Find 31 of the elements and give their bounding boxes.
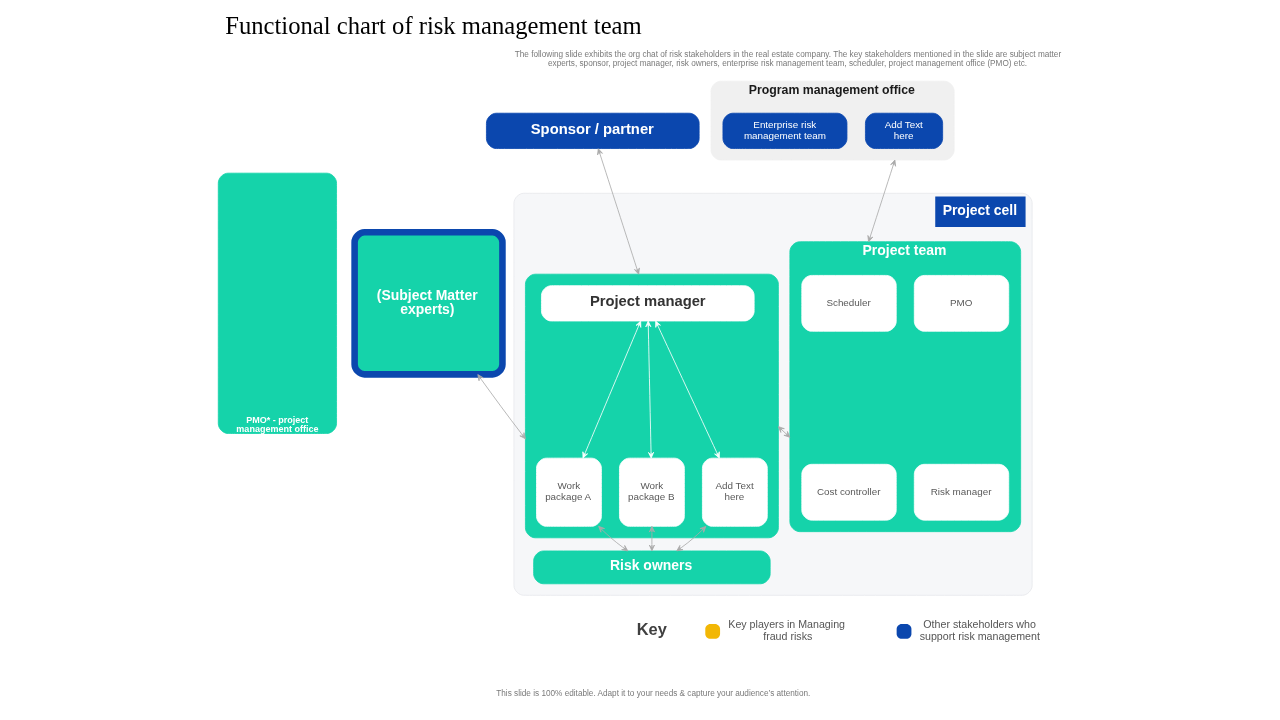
node-box: Risk manager [913, 463, 1010, 521]
node-box: Add Text here [865, 112, 944, 149]
node-box: Sponsor / partner [486, 112, 700, 149]
label: Key [636, 619, 667, 638]
node-box: Add Text here [702, 457, 768, 527]
node-box: (Subject Matter experts) [351, 229, 506, 378]
arrow [477, 374, 526, 440]
cluster [525, 273, 779, 539]
arrow [645, 320, 655, 459]
arrow [598, 525, 629, 552]
node-box: Enterprise risk management team [722, 112, 848, 149]
legend-label: Key players in Managing fraud risks [728, 618, 845, 642]
node-box: Risk owners [533, 550, 771, 585]
arrow [777, 426, 791, 438]
node-box: Scheduler [801, 275, 897, 332]
label: This slide is 100% editable. Adapt it to your needs & capture your audience’s attention. [496, 688, 811, 698]
arrow [655, 320, 720, 459]
arrow [582, 320, 642, 459]
node-box: Cost controller [801, 463, 897, 521]
label: The following slide exhibits the org chat of risk stakeholders in the real estate company. The key stakeholders mentioned in the slide are subject matter experts, sponsor, project manager, risk owners, enterprise risk management team, scheduler, project management office (PMO) etc. [514, 50, 1062, 69]
diagram-title: Functional chart of risk management team [225, 12, 642, 40]
arrow [867, 159, 896, 243]
node-box: PMO [913, 275, 1010, 332]
node-box: Work package A [536, 457, 602, 527]
arrow [648, 525, 655, 552]
arrow [597, 148, 640, 275]
legend-label: Other stakeholders who support risk management [919, 618, 1040, 642]
node-box: Project manager [541, 285, 755, 322]
node-box: PMO* - project management office [217, 172, 337, 434]
node-box: Work package B [619, 457, 685, 527]
arrow [676, 526, 707, 552]
